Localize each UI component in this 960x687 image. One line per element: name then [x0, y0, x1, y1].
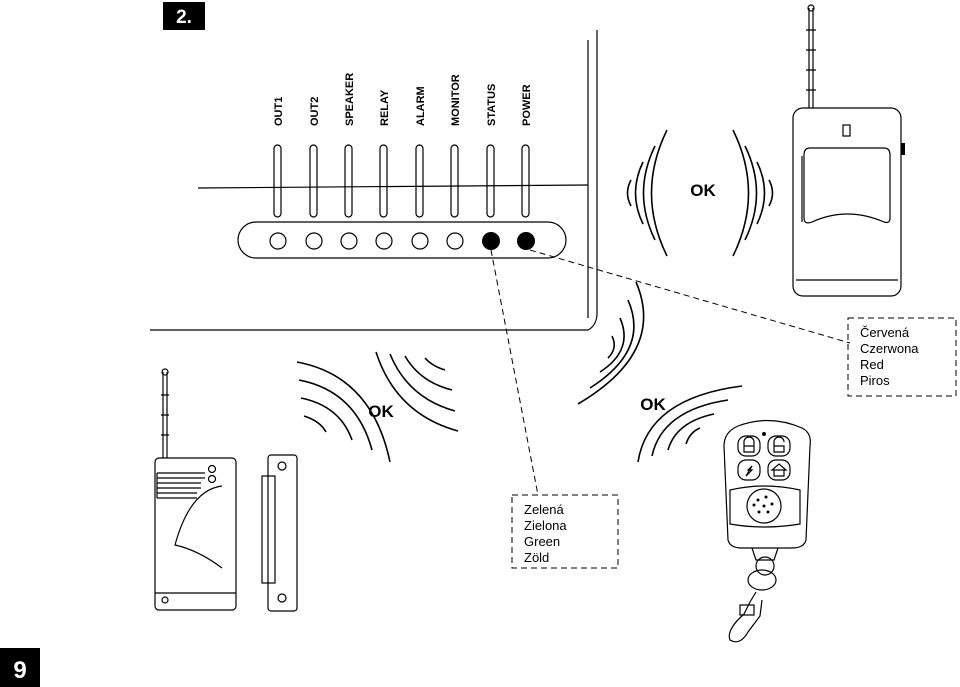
unlock-button [767, 435, 791, 457]
label-power: POWER [521, 84, 533, 126]
label-out1: OUT1 [273, 97, 285, 126]
ok-remote: OK [640, 395, 666, 414]
door-sensor-transmitter [154, 368, 237, 611]
page-number-badge: 9 [0, 648, 40, 687]
svg-text:Red: Red [860, 357, 884, 372]
label-monitor: MONITOR [450, 74, 462, 126]
svg-text:Green: Green [524, 534, 560, 549]
door-magnet [261, 454, 298, 612]
signal-waves-remote: OK [577, 281, 743, 463]
led-status-on [482, 232, 500, 250]
signal-waves-door: OK [296, 351, 459, 463]
panic-button [737, 459, 761, 481]
label-out2: OUT2 [309, 97, 321, 126]
led-slots [273, 144, 530, 218]
svg-text:Zöld: Zöld [524, 550, 549, 565]
speaker-grille [746, 488, 782, 524]
led-speaker [340, 232, 358, 250]
svg-text:Zielona: Zielona [524, 518, 567, 533]
led-out1 [269, 232, 287, 250]
svg-text:Czerwona: Czerwona [860, 341, 919, 356]
page-number: 9 [13, 657, 26, 684]
led-monitor [446, 232, 464, 250]
led-bar [237, 221, 567, 259]
label-relay: RELAY [379, 89, 391, 126]
svg-text:Piros: Piros [860, 373, 890, 388]
led-alarm [411, 232, 429, 250]
control-unit-panel: OUT1 OUT2 SPEAKER RELAY ALARM MONITOR ST… [150, 30, 598, 331]
signal-waves-pir: OK [626, 129, 774, 257]
led-out2 [305, 232, 323, 250]
label-alarm: ALARM [415, 86, 427, 126]
svg-text:Zelená: Zelená [524, 502, 565, 517]
leader-power [529, 249, 851, 344]
home-button [767, 459, 791, 481]
pir-detector [792, 4, 905, 297]
ok-door: OK [368, 402, 394, 421]
legend-red: Červená Czerwona Red Piros [847, 317, 957, 397]
label-status: STATUS [486, 84, 498, 126]
ok-pir: OK [690, 181, 716, 200]
step-badge: 2. [163, 2, 205, 30]
lock-button [737, 435, 761, 457]
leader-status [490, 249, 539, 496]
legend-green: Zelená Zielona Green Zöld [511, 494, 619, 569]
remote-keyfob [723, 419, 811, 643]
led-power-on [517, 232, 535, 250]
label-speaker: SPEAKER [344, 73, 356, 126]
step-number: 2. [176, 7, 192, 28]
svg-text:Červená: Červená [860, 325, 910, 340]
led-relay [375, 232, 393, 250]
